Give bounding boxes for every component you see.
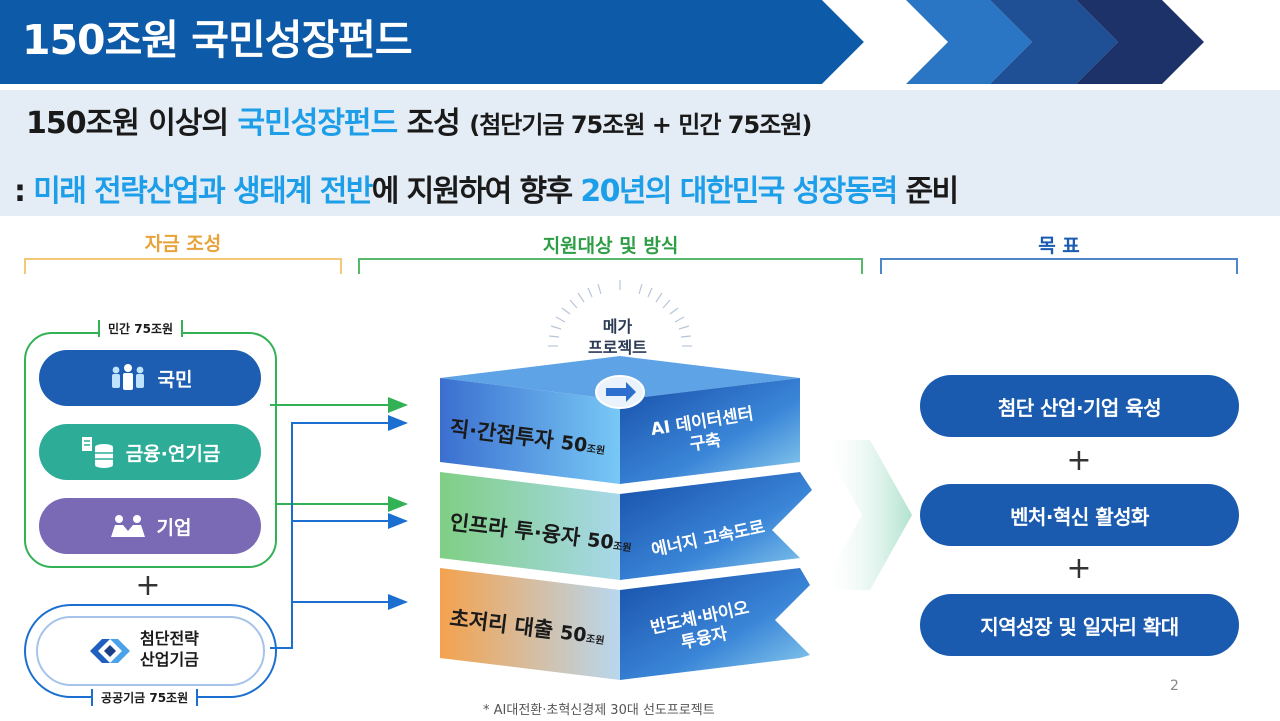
summary-line-2: : 미래 전략산업과 생태계 전반에 지원하여 향후 20년의 대한민국 성장동…: [14, 174, 959, 209]
public-fund-label: 공공기금 75조원: [91, 689, 199, 706]
header-banner: [0, 0, 1204, 84]
source-citizens-button[interactable]: 국민: [39, 350, 261, 406]
section-goals-label: 목 표: [1038, 235, 1080, 257]
summary-band: [0, 90, 1280, 216]
summary-line-1: 150조원 이상의 국민성장펀드 조성 (첨단기금 75조원 + 민간 75조원…: [26, 106, 812, 141]
goal-plus-sign-2: +: [1066, 551, 1092, 586]
goal-advanced-industry-button[interactable]: 첨단 산업·기업 육성: [920, 375, 1239, 437]
section-targets-label: 지원대상 및 방식: [542, 235, 679, 257]
source-finance-button[interactable]: 금융·연기금: [39, 424, 261, 480]
funding-plus-sign: +: [135, 568, 161, 603]
source-companies-button[interactable]: 기업: [39, 498, 261, 554]
database-icon: [81, 437, 113, 468]
public-fund-name: 첨단전략 산업기금: [140, 629, 199, 669]
goal-regional-jobs-button[interactable]: 지역성장 및 일자리 확대: [920, 594, 1239, 656]
private-fund-label: 민간 75조원: [98, 320, 184, 337]
flow-arrows: [270, 397, 408, 649]
mega-project-label: 메가 프로젝트: [588, 317, 647, 357]
section-targets-bracket: [358, 258, 863, 274]
handshake-icon: [110, 515, 145, 537]
source-citizens-label: 국민: [157, 368, 193, 391]
section-funding-label: 자금 조성: [144, 233, 222, 255]
people-icon: [111, 364, 144, 390]
page-title: 150조원 국민성장펀드: [22, 16, 413, 64]
section-funding-bracket: [24, 258, 342, 274]
page-number: 2: [1170, 678, 1179, 694]
goal-plus-sign-1: +: [1066, 443, 1092, 478]
public-fund-inner: [36, 616, 265, 686]
fund-logo-icon: [90, 639, 130, 663]
footnote: * AI대전환·초혁신경제 30대 선도프로젝트: [483, 703, 715, 718]
section-goals-bracket: [880, 258, 1238, 274]
source-finance-label: 금융·연기금: [125, 442, 221, 465]
goal-venture-button[interactable]: 벤처·혁신 활성화: [920, 484, 1239, 546]
source-companies-label: 기업: [156, 516, 192, 539]
support-blocks-graphic: [440, 280, 912, 680]
